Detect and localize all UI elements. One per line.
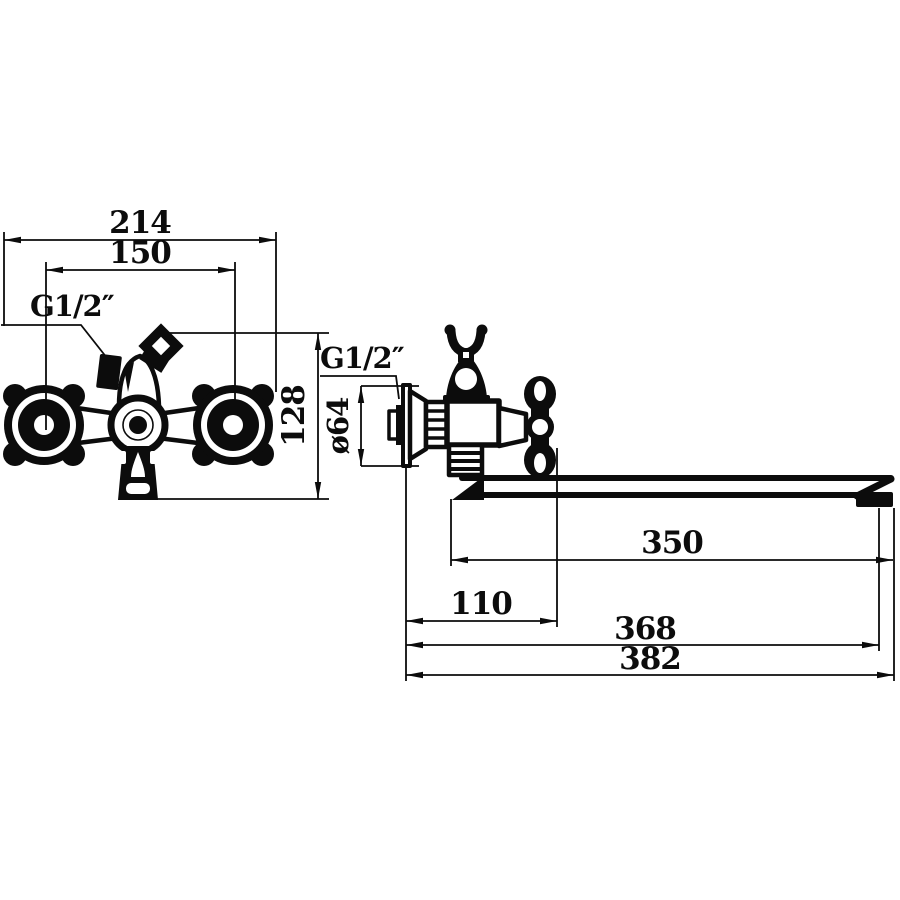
wall-nipple-bar [396, 405, 404, 445]
side-handle [524, 376, 556, 478]
dim-label-382: 382 [619, 641, 681, 677]
dimension-overall-width: 214 [4, 205, 276, 244]
dimensions: 214 150 G1/2″ 128 G1/2″ [1, 205, 895, 681]
right-handle [192, 384, 274, 466]
thread-callout-side: G1/2″ [320, 341, 406, 400]
spout-outlet-lip [856, 492, 893, 507]
dimension-body-height: 128 [276, 333, 322, 499]
dimension-escutcheon-diameter: ø64 [321, 386, 365, 466]
escutcheon-cone [407, 388, 429, 462]
front-view [3, 323, 274, 500]
thread-label-front: G1/2″ [30, 289, 115, 323]
shower-hook [443, 324, 490, 403]
long-spout [452, 475, 895, 507]
dim-label-128: 128 [276, 385, 312, 447]
connection-nut [423, 399, 450, 450]
dimension-handle-spacing: 150 [46, 235, 235, 274]
diverter-knob [96, 354, 122, 390]
dim-label-368: 368 [614, 611, 676, 647]
mixer-body-side [444, 398, 502, 448]
front-spout [118, 446, 158, 500]
spout-connection [446, 442, 485, 478]
dimension-wall-to-handle: 110 [406, 586, 557, 625]
thread-label-side: G1/2″ [320, 341, 405, 375]
left-handle [3, 384, 85, 466]
dimension-wall-to-outlet: 368 [406, 611, 879, 649]
side-view [387, 324, 895, 507]
dim-label-350: 350 [641, 525, 703, 561]
dim-label-dia64: ø64 [321, 398, 355, 455]
dim-label-110: 110 [450, 586, 512, 622]
handle-neck [496, 405, 529, 449]
dim-label-214: 214 [109, 205, 171, 241]
dimension-overall-depth: 382 [406, 641, 894, 679]
thread-callout-front: G1/2″ [1, 289, 116, 359]
dim-label-150: 150 [109, 235, 171, 271]
center-valve [107, 394, 169, 456]
diverter-body-shade [124, 362, 134, 392]
dimension-spout-length: 350 [451, 525, 893, 564]
